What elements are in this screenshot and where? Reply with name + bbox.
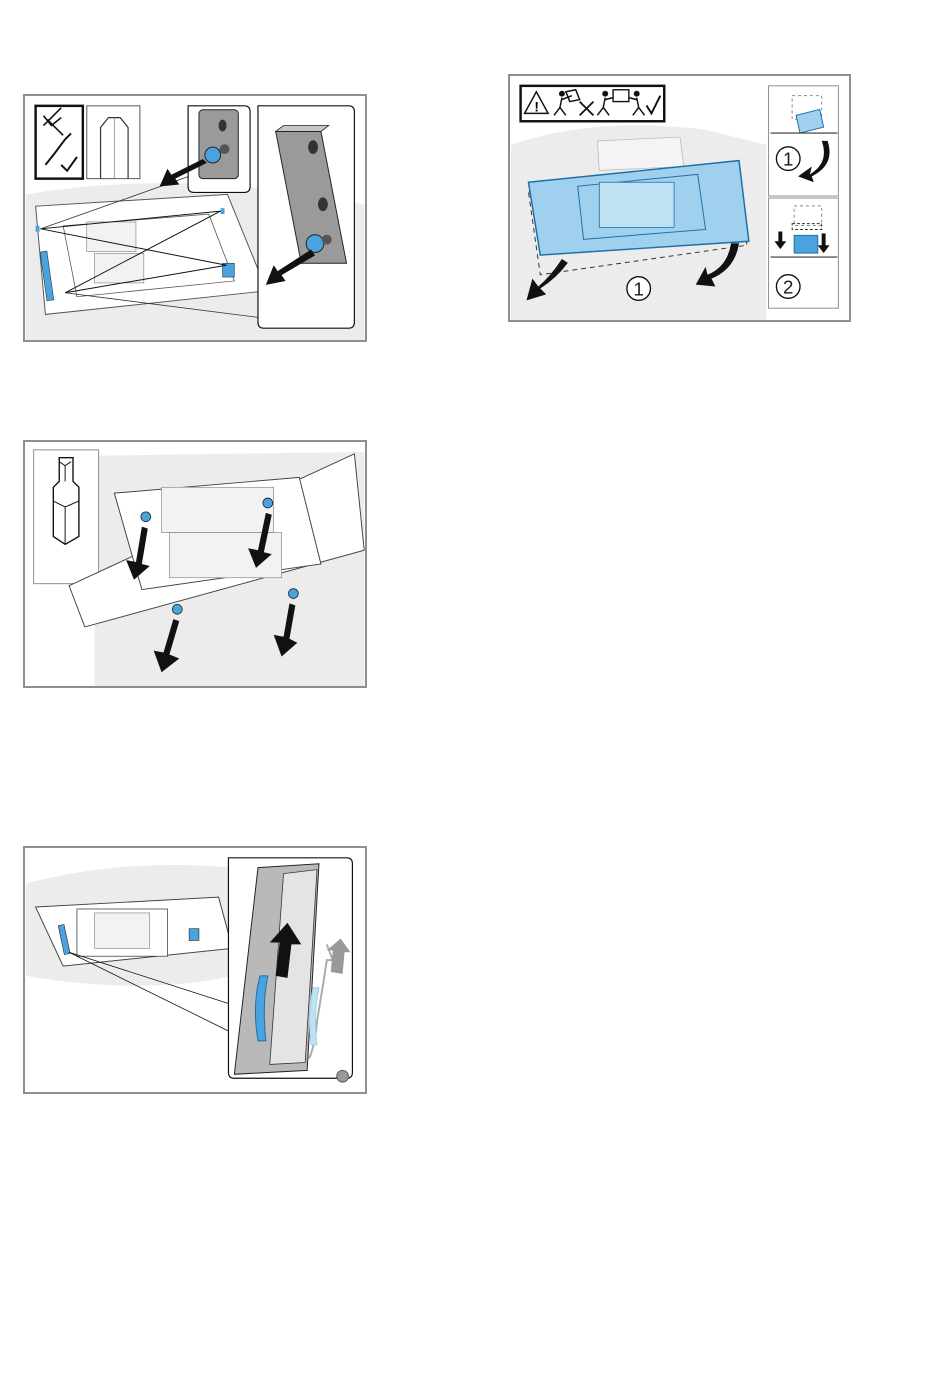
side-step-2: 2 [769, 198, 839, 308]
filter-area [599, 182, 674, 227]
torx-bit-icon [87, 106, 140, 179]
svg-text:!: ! [534, 99, 539, 114]
screw-icon [172, 604, 182, 614]
detail-bracket-slot [228, 858, 352, 1082]
grease-filter [95, 913, 150, 948]
step-number-side-1: 1 [783, 149, 793, 170]
bracket-removal-drawing [25, 96, 365, 340]
side-step-1: 1 [769, 86, 839, 196]
illustration-remove-screws [23, 440, 367, 688]
screw-icon [141, 512, 151, 522]
illustration-slide-bracket [23, 846, 367, 1094]
grease-filter [95, 253, 144, 283]
clip [36, 226, 40, 232]
grease-filter [162, 487, 274, 532]
detail-bracket-large [258, 106, 354, 328]
step-number-side-2: 2 [783, 276, 793, 297]
step-number-main: 1 [633, 278, 643, 299]
wrench-crossed-screwdriver-check-icon [36, 106, 83, 179]
bracket-right [189, 929, 199, 941]
screw-icon [288, 589, 298, 599]
bracket-slide-drawing [25, 848, 365, 1092]
illustration-remove-brackets [23, 94, 367, 342]
screw-icon [263, 498, 273, 508]
detail-bracket-screw [160, 106, 251, 193]
illustration-lower-hood: ! 1 [508, 74, 851, 322]
screw-removal-drawing [25, 442, 365, 686]
hood-chimney [597, 137, 684, 170]
grease-filter [87, 222, 136, 252]
clip [221, 208, 225, 214]
torx-bit-icon [34, 450, 99, 584]
hood-lowering-drawing: ! 1 [510, 76, 849, 320]
